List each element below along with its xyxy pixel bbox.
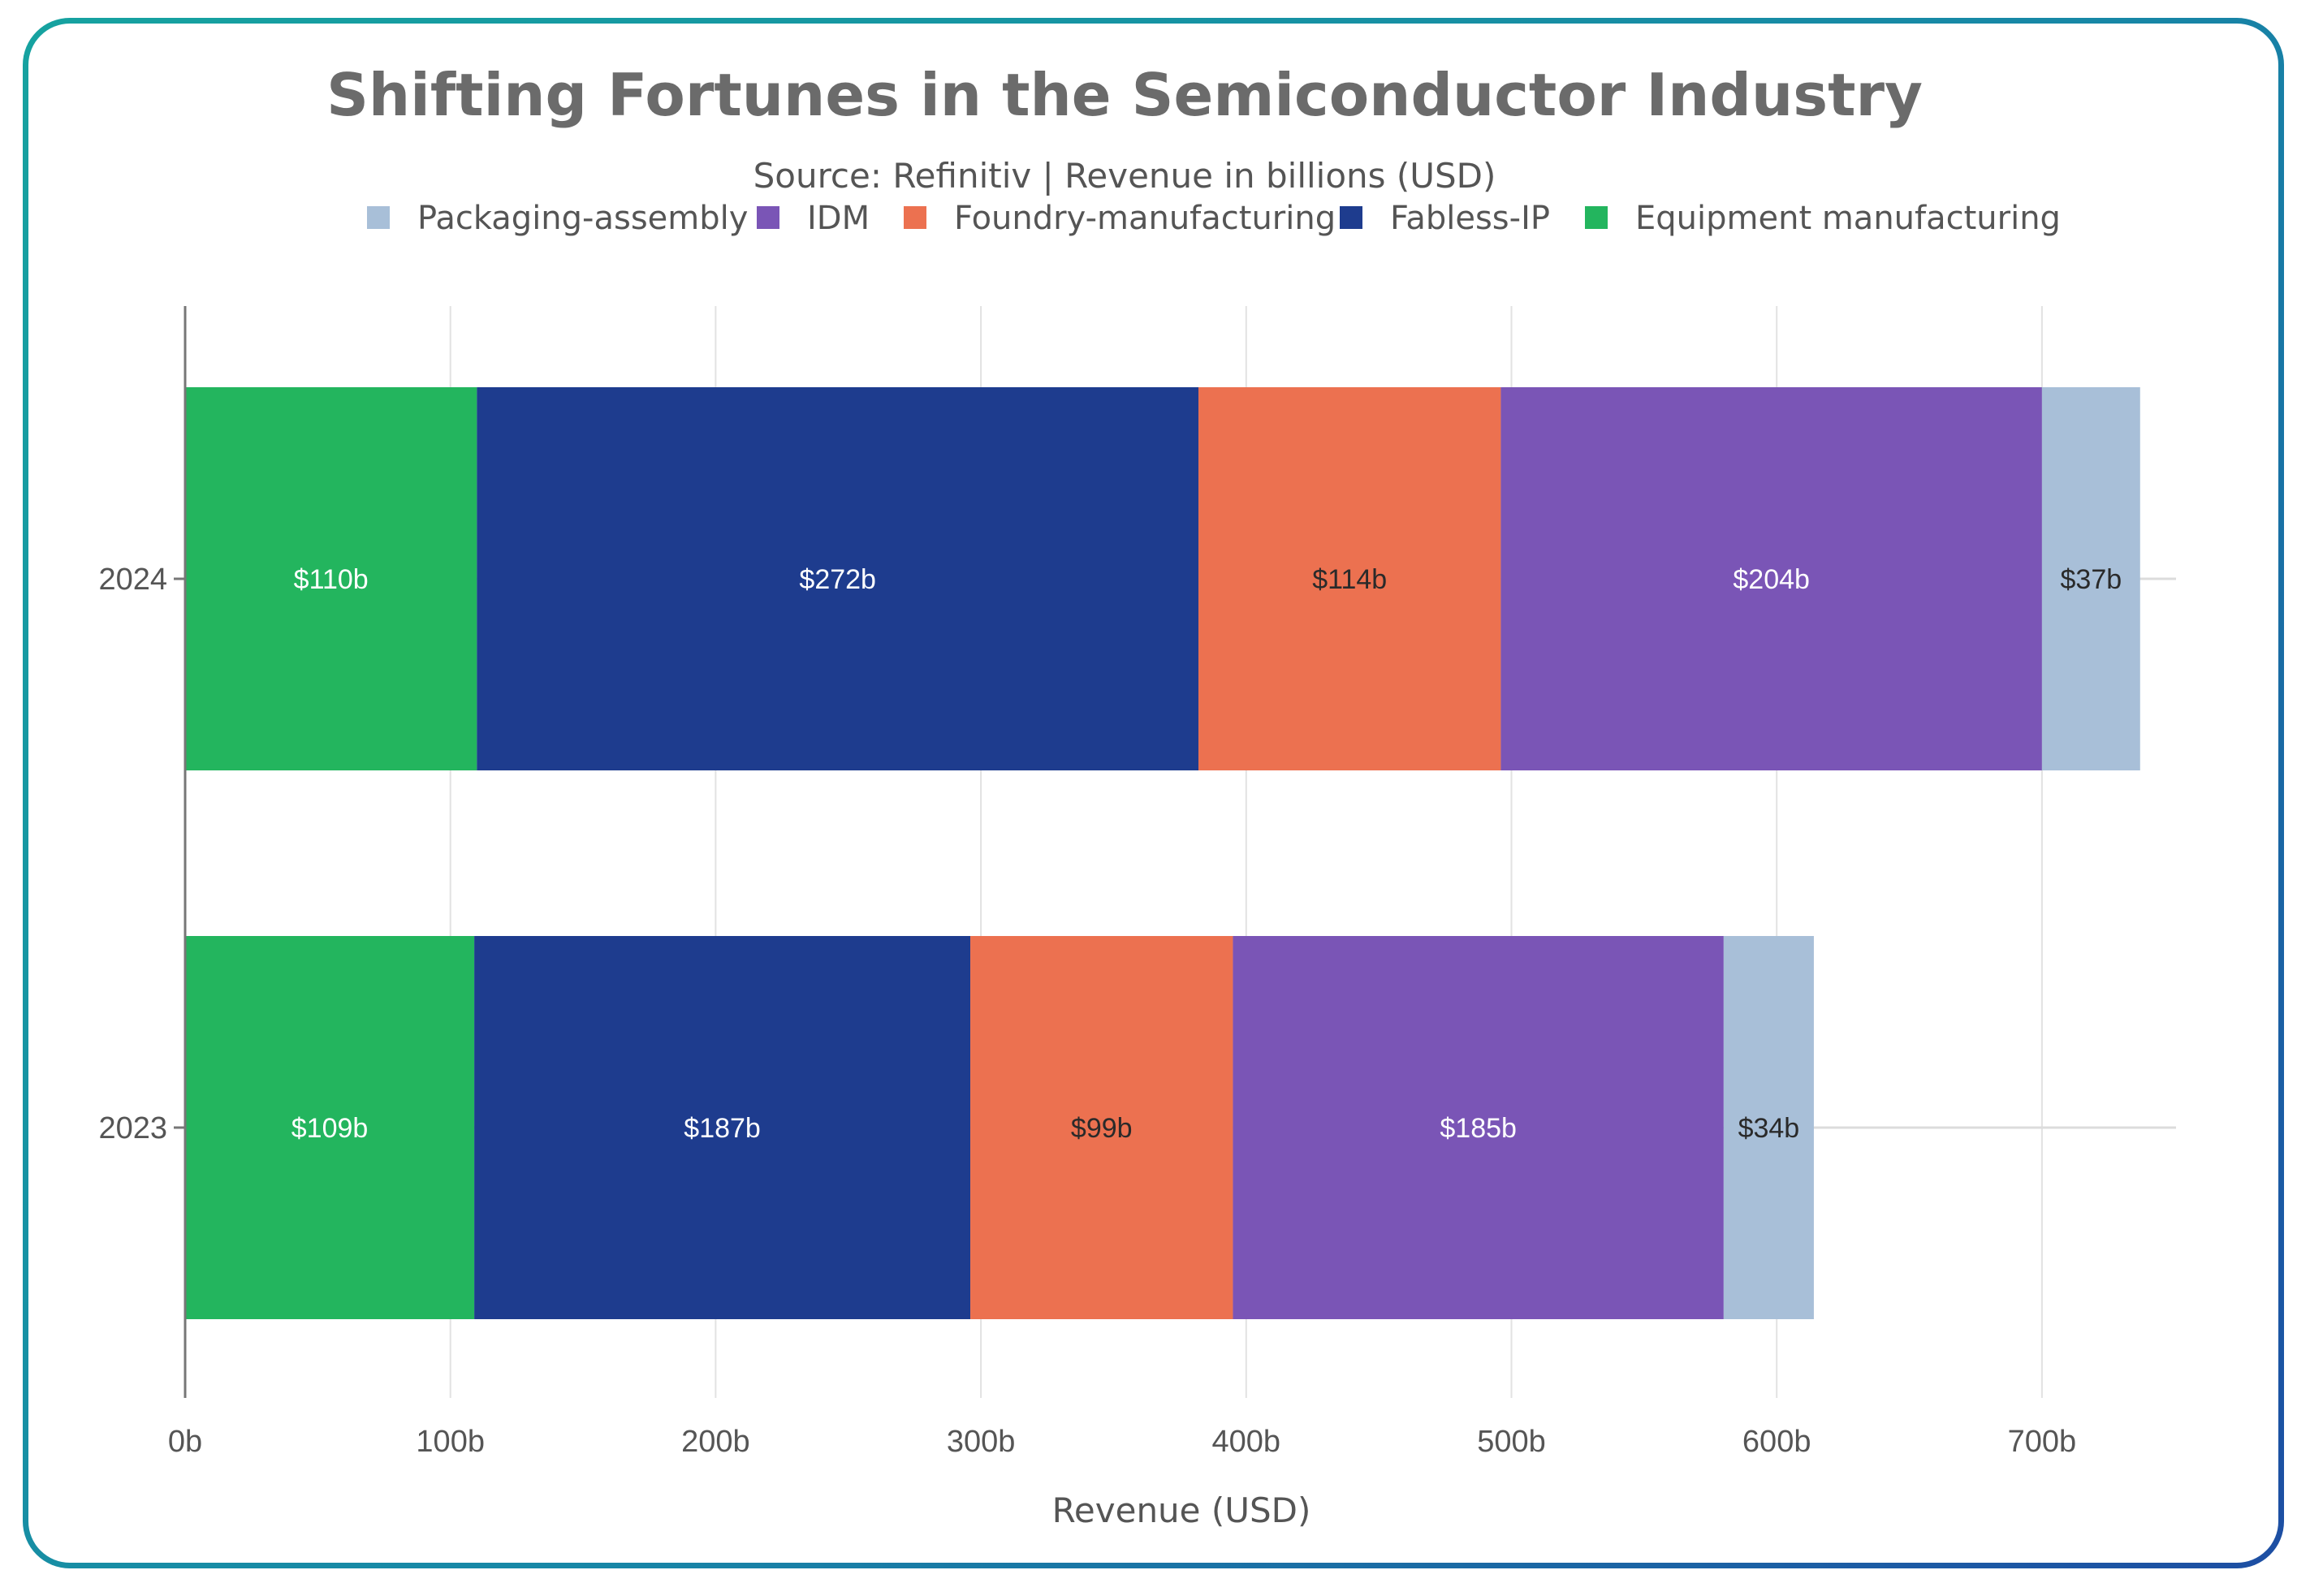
bar-value-label: $110b [294,564,369,595]
y-axis: 2024 2023 [98,306,187,1398]
x-tick-label: 600b [1742,1425,1811,1459]
legend-swatch [1340,206,1362,229]
bar-value-label: $99b [1071,1113,1133,1144]
x-tick-label: 400b [1212,1425,1281,1459]
bar-value-label: $272b [799,564,876,595]
legend-swatch [757,206,779,229]
legend-swatch [367,206,390,229]
bars: $110b $272b $114b $204b $37b $109b $187b $99b $1… [185,387,2140,1319]
x-tick-label: 0b [168,1425,202,1459]
legend-swatch [904,206,926,229]
bar-segment [185,387,477,770]
x-tick-label: 300b [947,1425,1016,1459]
x-tick-label: 200b [681,1425,750,1459]
bar-segment [1233,936,1724,1319]
legend-item-label: Foundry-manufacturing [954,200,1336,237]
bar-segment [1723,936,1814,1319]
legend-item-label: Equipment manufacturing [1635,200,2061,237]
legend-swatch [1585,206,1608,229]
bar-segment [1198,387,1501,770]
chart-subtitle: Source: Refinitiv | Revenue in billions … [753,156,1496,196]
legend: Packaging-assembly IDM Foundry-manufacturi… [367,200,2061,237]
x-axis-label: Revenue (USD) [1052,1490,1311,1530]
y-tick-label: 2024 [98,563,167,597]
bar-value-label: $34b [1738,1113,1800,1144]
legend-item-label: Fabless-IP [1390,200,1550,237]
x-tick-label: 700b [2008,1425,2077,1459]
x-axis: 0b 100b 200b 300b 400b 500b 600b 700b [168,1425,2076,1459]
bar-segment [477,387,1198,770]
bar-value-label: $109b [291,1113,369,1144]
bar-segment [474,936,971,1319]
bar-value-label: $187b [684,1113,761,1144]
bar-value-label: $204b [1733,564,1810,595]
bar-segment [970,936,1233,1319]
bar-segment [185,936,475,1319]
bar-value-label: $114b [1312,564,1387,595]
x-tick-label: 500b [1477,1425,1546,1459]
chart-title: Shifting Fortunes in the Semiconductor I… [326,61,1923,129]
legend-item-label: IDM [807,200,870,237]
bar-segment [1500,387,2042,770]
y-tick-label: 2023 [98,1111,167,1145]
bar-value-label: $37b [2061,564,2122,595]
bar-segment [2041,387,2140,770]
x-tick-label: 100b [416,1425,485,1459]
legend-item-label: Packaging-assembly [417,200,748,237]
bar-value-label: $185b [1440,1113,1517,1144]
